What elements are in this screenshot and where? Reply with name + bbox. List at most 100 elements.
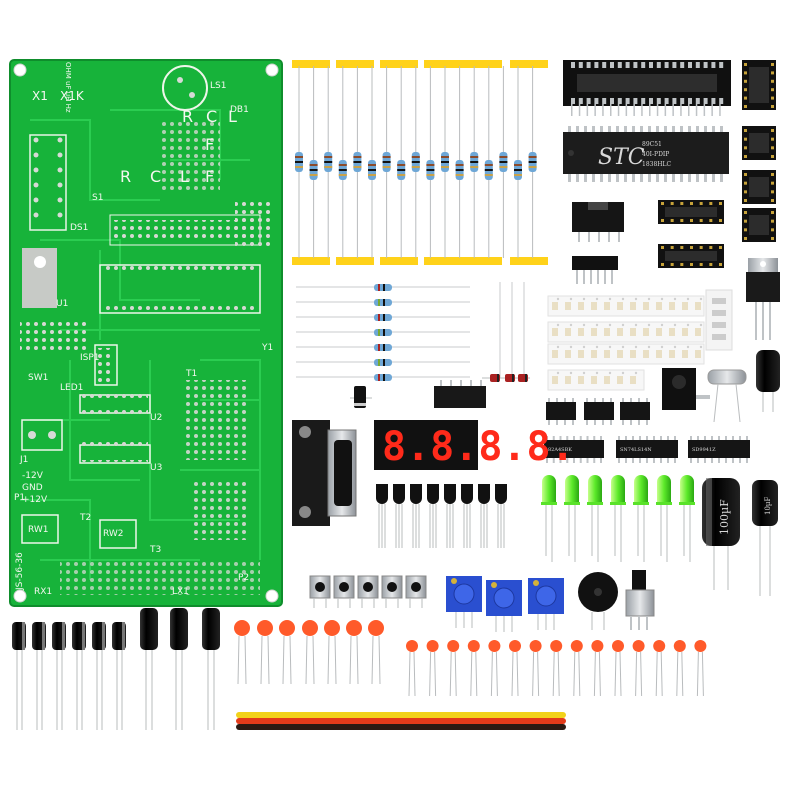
smd-part — [565, 328, 571, 336]
smd-part — [617, 328, 623, 336]
label-minus12v: -12V — [22, 471, 44, 481]
dc-jack — [662, 368, 710, 410]
big-electrolytic: 100µF — [702, 478, 740, 590]
label-l-1: L — [180, 167, 189, 186]
diodes — [350, 374, 530, 408]
transistor — [427, 484, 439, 504]
ceramic-cap — [234, 620, 250, 636]
electrolytic-cap — [140, 608, 158, 650]
label-js: JS-56-36 — [15, 552, 25, 591]
ceramic-cap — [324, 620, 340, 636]
smd-part — [617, 350, 623, 358]
ceramic-cap — [346, 620, 362, 636]
label-j1: J1 — [19, 455, 28, 465]
ceramic-cap — [632, 640, 645, 652]
ceramic-cap — [550, 640, 563, 652]
small-cap-label: 10µF — [764, 497, 772, 515]
label-r-1: R — [120, 167, 131, 186]
ceramic-cap — [612, 640, 624, 652]
crystal — [707, 369, 747, 423]
label-units: OHM uF uH Hz — [64, 62, 72, 113]
label-plus12v: +12V — [22, 495, 48, 505]
white-connector — [705, 289, 733, 351]
ceramic-cap — [368, 620, 384, 636]
led — [680, 475, 694, 504]
led — [657, 475, 671, 504]
dip-ic — [544, 440, 604, 458]
smd-part — [669, 328, 675, 336]
big-cap-label: 100µF — [718, 499, 731, 535]
label-r-2: R — [182, 107, 193, 126]
seven-segment-display: 8.8.8.8. — [374, 420, 575, 470]
label-l-2: L — [228, 107, 237, 126]
ceramic-caps — [234, 620, 707, 697]
label-ls1: LS1 — [210, 81, 226, 91]
smd-part — [656, 302, 662, 310]
dip-ic — [620, 402, 650, 420]
ic-socket-40pin — [563, 60, 731, 116]
smd-part — [591, 328, 597, 336]
tactile-switches — [309, 575, 427, 608]
ribbon-wire — [236, 712, 566, 730]
box-header — [572, 202, 624, 242]
ceramic-cap — [302, 620, 318, 636]
label-f-2: F — [205, 135, 214, 154]
ic-label: SN74LS14N — [620, 447, 652, 453]
smd-part — [591, 302, 597, 310]
voltage-regulator — [746, 258, 780, 340]
ceramic-cap — [570, 640, 583, 652]
smd-part — [617, 302, 623, 310]
led — [565, 475, 579, 504]
transistor — [376, 484, 388, 504]
ceramic-cap — [447, 640, 460, 652]
smd-part — [604, 350, 610, 358]
ceramic-cap — [673, 640, 686, 652]
label-p2: P2 — [238, 573, 249, 583]
smd-part — [669, 350, 675, 358]
buzzer — [578, 572, 618, 630]
label-c-1: C — [150, 167, 161, 186]
label-ds1: DS1 — [70, 223, 88, 233]
dip-ic — [616, 440, 678, 458]
smd-part — [604, 328, 610, 336]
smd-part — [630, 350, 636, 358]
dip-ic — [688, 440, 750, 458]
electrolytic-cap — [170, 608, 188, 650]
dip-ic — [546, 402, 576, 420]
smd-tape — [547, 295, 705, 391]
pcb-board: X1K X1 LS1 DB1 ISP1 S1 DS1 SW1 LED1 J1 R… — [9, 59, 283, 607]
mcu-sub3: 1838HLC — [642, 161, 671, 168]
smd-part — [682, 328, 688, 336]
label-s1: S1 — [92, 193, 103, 203]
label-p1: P1 — [14, 493, 25, 503]
label-rx1: RX1 — [34, 587, 52, 597]
smd-part — [604, 376, 610, 384]
smd-part — [565, 376, 571, 384]
transistors — [376, 484, 507, 548]
smd-part — [643, 328, 649, 336]
smd-part — [643, 302, 649, 310]
electrolytic-caps-bottom — [12, 608, 220, 730]
smd-part — [617, 376, 623, 384]
ceramic-cap — [406, 640, 418, 652]
mcu-sub2: 40I-PDIP — [642, 151, 669, 158]
label-f-1: F — [205, 167, 214, 186]
transistor — [478, 484, 490, 504]
resistors-loose — [296, 282, 525, 381]
ic-label: 82A4SBK — [548, 447, 572, 453]
smd-part — [565, 302, 571, 310]
label-rw2: RW2 — [103, 529, 124, 539]
smd-part — [643, 350, 649, 358]
smd-part — [578, 328, 584, 336]
pin-header — [572, 256, 618, 284]
label-rw1: RW1 — [28, 525, 49, 535]
ceramic-cap — [653, 640, 666, 652]
smd-part — [578, 350, 584, 358]
mcu-chip: STC 89C51 40I-PDIP 1838HLC — [563, 126, 729, 182]
smd-part — [695, 302, 701, 310]
label-lx1: LX1 — [172, 587, 189, 597]
transistor — [495, 484, 507, 504]
transistor — [393, 484, 405, 504]
